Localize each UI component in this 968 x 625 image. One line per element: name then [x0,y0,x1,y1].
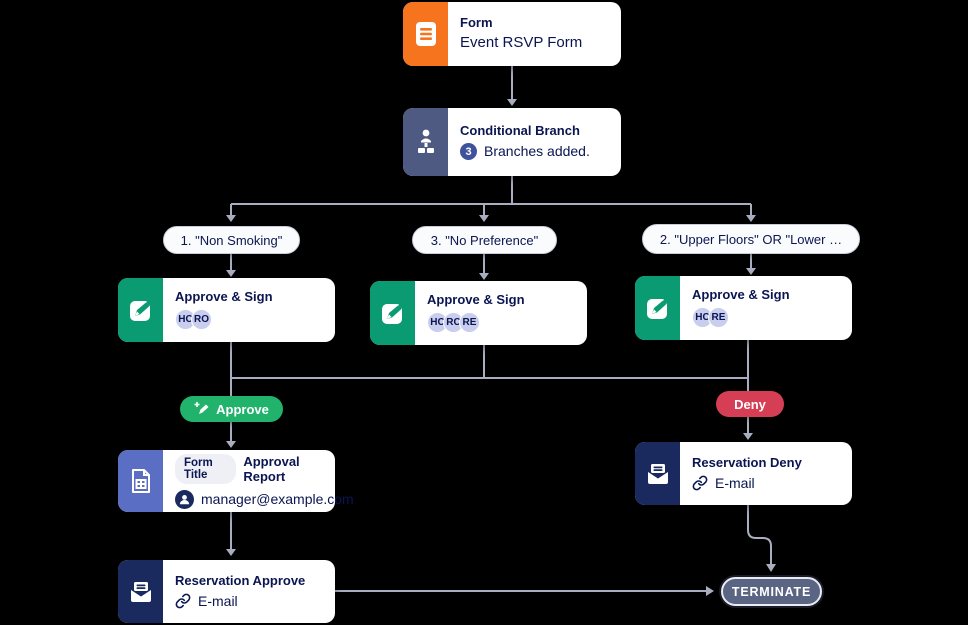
form-title-tag: Form Title [175,453,237,484]
envelope-icon [635,442,680,505]
approve-sign-title: Approve & Sign [692,286,790,302]
reservation-deny-node[interactable]: Reservation Deny E-mail [635,442,852,505]
reservation-approve-title: Reservation Approve [175,572,306,588]
conditional-branch-title: Conditional Branch [460,122,580,138]
approver-badge: HC [692,307,713,329]
terminate-node[interactable]: TERMINATE [721,577,822,606]
approval-report-title: Approval Report [243,453,300,484]
reservation-approve-node[interactable]: Reservation Approve E-mail [118,560,335,623]
approve-outcome-label: Approve [216,401,269,417]
channel-label: E-mail [715,475,755,492]
form-icon [403,2,448,66]
pen-sign-icon [118,278,163,342]
reservation-deny-title: Reservation Deny [692,454,802,470]
approver-badge: HC [427,312,448,334]
approve-sign-node-2[interactable]: Approve & Sign HC RC RE [370,281,587,345]
approver-badge: RO [191,309,212,331]
deny-outcome-label: Deny [734,396,766,412]
approver-badge: RE [459,312,480,334]
signature-pen-icon [194,402,210,416]
pen-sign-icon [635,276,680,340]
branch-count-badge: 3 [460,143,477,161]
pen-sign-icon [370,281,415,345]
recipient-email: manager@example.com [201,491,354,507]
form-node-title: Form [460,15,493,31]
approve-sign-node-3[interactable]: Approve & Sign HC RE [635,276,852,340]
approval-report-node[interactable]: Form Title Approval Report manager@examp… [118,450,354,512]
approve-sign-title: Approve & Sign [427,291,525,307]
approver-badges: HC RO [175,309,323,331]
channel-label: E-mail [198,593,238,610]
form-node[interactable]: Form Event RSVP Form [403,2,621,66]
terminate-label: TERMINATE [731,584,812,599]
branch-label-non-smoking[interactable]: 1. "Non Smoking" [163,226,300,254]
approver-badges: HC RC RE [427,312,575,334]
approve-sign-title: Approve & Sign [175,288,273,304]
branch-sitemap-icon [403,108,448,176]
envelope-icon [118,560,163,623]
branch-label-upper-floors[interactable]: 2. "Upper Floors" OR "Lower … [642,224,860,254]
approver-badges: HC RE [692,307,840,329]
conditional-branch-subtitle: Branches added. [484,142,590,159]
person-avatar-icon [175,489,194,509]
link-icon [175,593,191,609]
approve-sign-node-1[interactable]: Approve & Sign HC RO [118,278,335,342]
approve-outcome-pill[interactable]: Approve [180,396,283,422]
deny-outcome-pill[interactable]: Deny [716,391,784,417]
report-document-icon [118,450,163,512]
branch-label-no-preference[interactable]: 3. "No Preference" [412,226,557,254]
link-icon [692,475,708,491]
conditional-branch-node[interactable]: Conditional Branch 3 Branches added. [403,108,621,176]
approver-badge: RE [708,307,729,329]
form-node-subtitle: Event RSVP Form [460,34,583,52]
